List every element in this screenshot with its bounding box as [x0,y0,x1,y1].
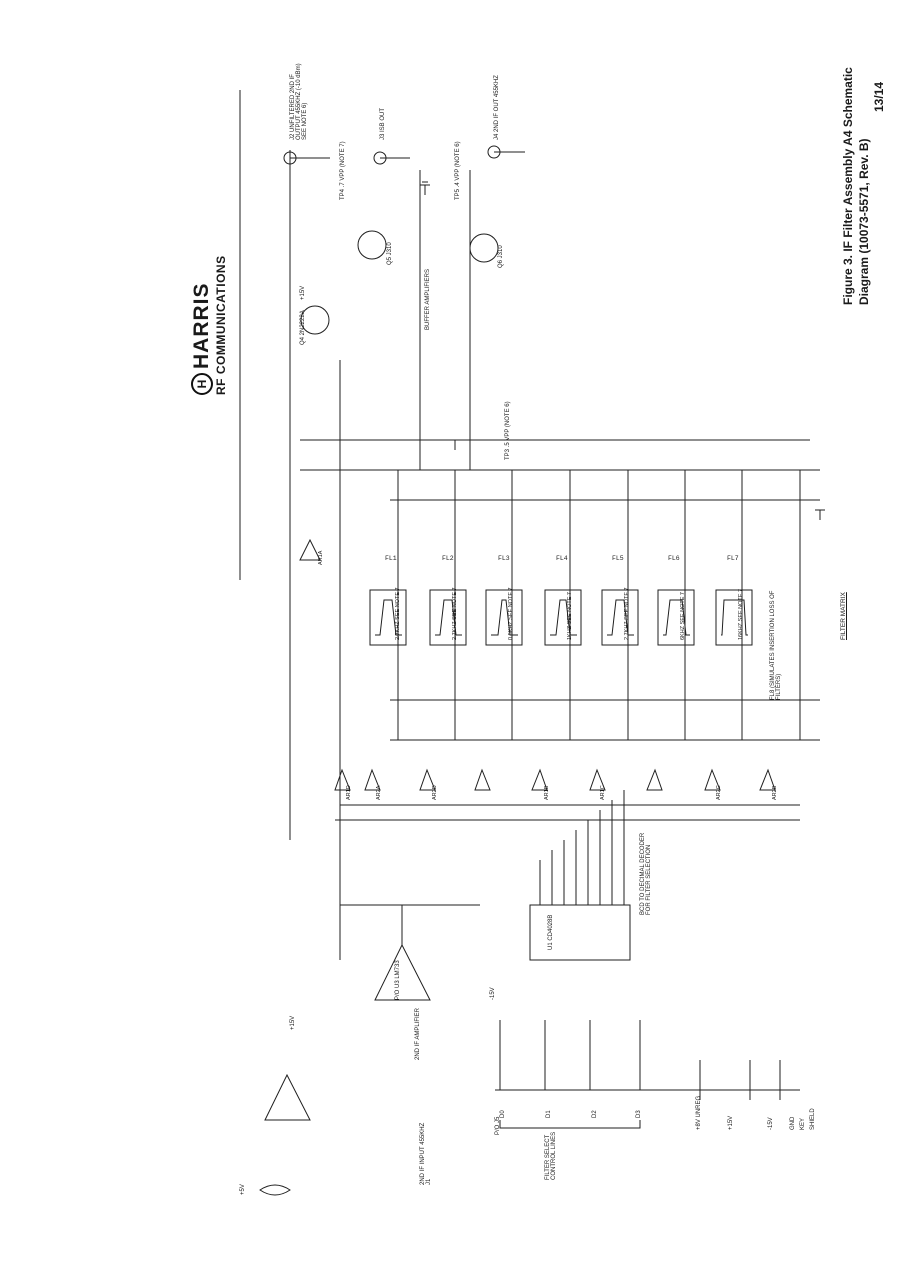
amp-label: AR2D [432,785,438,800]
figure-caption: Figure 3. IF Filter Assembly A4 Schemati… [840,67,872,305]
brand-block: H HARRIS RF COMMUNICATIONS [190,255,228,395]
buffer-amplifiers-label: BUFFER AMPLIFIERS [425,268,431,330]
filter-matrix-label: FILTER MATRIX [840,592,847,640]
supply-label: -15V [490,987,496,1000]
fl6-note: 6KHZ SEE NOTE 7 [680,592,686,640]
pin-label: SHIELD [810,1108,816,1130]
decoder-part-label: U1 CD4028B [548,914,554,950]
pin-label: GND [790,1116,796,1130]
brand-name: HARRIS [190,282,213,369]
tp3-label: TP3 .5 VPP (NOTE 6) [505,401,511,460]
filter-select-label: FILTER SELECT CONTROL LINES [545,1131,557,1180]
supply-label: +15V [290,1015,296,1030]
transistor-label: Q5 J310 [387,242,393,265]
supply-label: +15V [300,285,306,300]
pin-label: D1 [546,1110,552,1118]
pin-label: D0 [500,1110,506,1118]
fl2-note: 2.7KHZ SEE NOTE 7 [452,587,458,640]
fl3-note: 0.5KHZ SEE NOTE 7 [508,587,514,640]
pin-label: -15V [768,1117,774,1130]
j3-label: J3 ISB OUT [380,107,386,140]
fl3-ref: FL3 [498,555,510,562]
amp-label: AR2C [716,785,722,800]
fl4-note: 1KHZ SEE NOTE 7 [567,592,573,640]
fl2-ref: FL2 [442,555,454,562]
bcd-decoder-label: BCD TO DECIMAL DECODER FOR FILTER SELECT… [640,832,652,915]
fl1-note: 2.7KHZ SEE NOTE 7 [395,587,401,640]
fl1-ref: FL1 [385,555,397,562]
caption-line-1: Figure 3. IF Filter Assembly A4 Schemati… [841,67,855,305]
pin-label: D3 [636,1110,642,1118]
pin-label: D2 [592,1110,598,1118]
tp4-label: TP4 .7 VPP (NOTE 7) [340,141,346,200]
j4-label: J4 2ND IF OUT 455KHZ [494,75,500,140]
amp-label: AR2A [376,785,382,800]
fl7-note: 16KHZ SEE NOTE 7 [738,588,744,640]
input-label: 2ND IF INPUT 455KHZ J1 [420,1122,432,1185]
division-name: RF COMMUNICATIONS [214,255,228,395]
transistor-label: Q4 2N2222A [300,310,306,345]
caption-line-2: Diagram (10073-5571, Rev. B) [857,138,871,305]
page-number: 13/14 [872,81,886,112]
amp-label: AR1D [346,785,352,800]
fl7-ref: FL7 [727,555,739,562]
fl8-note: FL8 (SIMULATES INSERTION LOSS OF FILTERS… [770,590,782,700]
connector-pins: D0 D1 D2 D3 +8V UNREG +15V -15V GND KEY … [496,1096,816,1130]
amp-label: AR2B [772,785,778,800]
second-if-amplifier-label: 2ND IF AMPLIFIER [415,1007,421,1060]
amp-label: AR1B [544,785,550,800]
amp-part-label: P/O U3 LM733 [395,960,401,1000]
fl5-ref: FL5 [612,555,624,562]
pin-label: +15V [728,1115,734,1130]
transistor-label: Q6 J310 [498,245,504,268]
tp5-label: TP5 .4 VPP (NOTE 6) [455,141,461,200]
pin-label: +8V UNREG [696,1095,702,1130]
fl6-ref: FL6 [668,555,680,562]
amp-label: AR1C [600,785,606,800]
fl4-ref: FL4 [556,555,568,562]
fl5-note: 2.7KHZ SEE NOTE 7 [624,587,630,640]
pin-label: KEY [800,1117,806,1130]
supply-label: +5V [240,1184,246,1195]
amp-label: AR1A [318,550,324,565]
harris-logo: H [191,373,213,395]
j2-label: J2 UNFILTERED 2ND IF OUTPUT 455KHZ (-10 … [290,63,308,140]
